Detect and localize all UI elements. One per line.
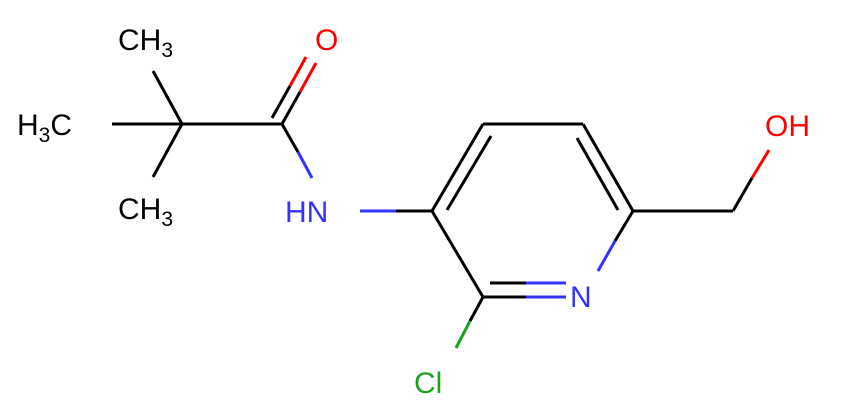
methyl-top-label: CH3 (118, 24, 173, 62)
bond-carbonyl-o-b2 (288, 56, 308, 87)
methyl-bottom-symbol: CH (118, 193, 161, 226)
methyl-bottom-label: CH3 (118, 193, 173, 231)
ring-bond-c6-n2 (596, 240, 617, 272)
methyl-left-symbol: C (50, 109, 72, 142)
ring-bond-c6-n (613, 210, 635, 242)
methyl-left-prefix: H (17, 109, 39, 142)
amide-nh-label: HN (285, 196, 328, 229)
methyl-top-symbol: CH (118, 24, 161, 57)
bond-carbonyl-o-a (280, 91, 302, 125)
methyl-bottom-sub: 3 (161, 208, 173, 231)
ring-nitrogen-label: N (570, 281, 592, 314)
bond-ch2-o2 (750, 149, 771, 179)
hydroxyl-label: OH (765, 110, 810, 143)
bond-carbonyl-o-a2 (298, 62, 318, 93)
bonds (112, 56, 771, 349)
methyl-top-sub: 3 (161, 39, 173, 62)
ring-bond-c3-c4-inner (445, 135, 493, 211)
bond-c2-cl2 (454, 320, 472, 349)
bond-carbonyl-n2 (296, 151, 314, 179)
methyl-left-sub: 3 (39, 124, 51, 147)
methyl-left-label: H3C (17, 109, 72, 147)
bond-ch2-o (731, 177, 754, 212)
ring-bond-c3-c4 (430, 123, 485, 212)
bond-c2-cl (468, 296, 485, 322)
atom-labels: O CH3 H3C CH3 HN OH N Cl (17, 24, 810, 400)
ring-bond-c5-c6-inner (575, 137, 620, 211)
bond-cq-methyl-bottom (151, 123, 184, 178)
ring-bond-c5-c6 (581, 123, 635, 212)
chlorine-label: Cl (414, 367, 442, 400)
ring-bond-c2-c3 (430, 210, 485, 298)
oxygen-carbonyl-label: O (315, 24, 338, 57)
bond-cq-methyl-top (151, 70, 184, 125)
bond-carbonyl-n (280, 123, 300, 153)
bond-carbonyl-o-b (270, 85, 292, 119)
